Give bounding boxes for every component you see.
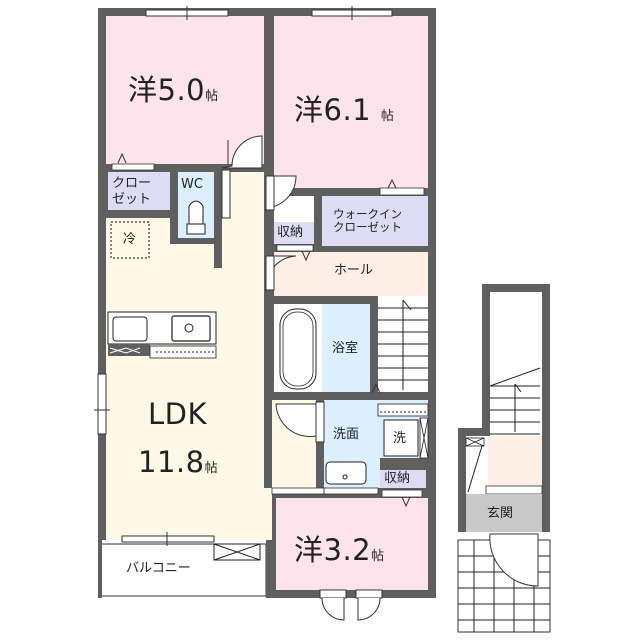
walk-in-closet-label-line1: ウォークイン (333, 207, 402, 221)
closet (108, 172, 170, 210)
washroom-label: 洗面 (333, 427, 360, 442)
storage-1 (274, 222, 314, 244)
hall (274, 252, 428, 296)
room-size: 5.0 (157, 73, 206, 107)
room-western-6-1 (274, 16, 428, 188)
entrance-tiles (457, 533, 551, 633)
bathtub-icon (279, 308, 317, 390)
washing-machine (383, 419, 419, 457)
toilet-icon (186, 200, 206, 235)
balcony-label: バルコニー (126, 561, 191, 576)
room-size: 3.2 (323, 533, 372, 567)
vanity-sink-icon (325, 461, 367, 485)
room-unit: 帖 (371, 549, 385, 564)
room-unit: 帖 (204, 461, 219, 476)
room-label-western-5-0: 洋5.0帖 (128, 76, 219, 105)
window (94, 6, 393, 546)
entrance-label: 玄関 (487, 506, 514, 521)
room-type: 洋 (294, 93, 324, 127)
storage-1-label: 収納 (277, 225, 304, 240)
walk-in-closet-label: ウォークイン クローゼット (333, 207, 402, 235)
walk-in-closet (322, 196, 428, 246)
bathroom (322, 304, 370, 392)
storage-2-label: 収納 (384, 471, 411, 486)
closet-label: クロー ゼット (112, 176, 151, 207)
main-building (94, 6, 436, 621)
room-unit: 帖 (380, 109, 395, 124)
room-ldk (106, 218, 272, 540)
tower-hall (488, 436, 542, 486)
room-western-3-2 (276, 498, 428, 590)
fridge-label: 冷 (123, 232, 137, 247)
room-label-ldk-name: LDK (148, 397, 208, 431)
room-type: 洋 (294, 533, 324, 567)
room-size: 6.1 (323, 93, 372, 127)
entrance-tower (457, 284, 551, 633)
room-size: 11.8 (138, 445, 205, 479)
kitchen-counter (107, 311, 217, 359)
entrance-genkan (466, 494, 542, 532)
room-unit: 帖 (205, 89, 219, 104)
hall-label: ホール (334, 263, 374, 278)
bathroom-label: 浴室 (332, 341, 359, 356)
closet-label-line1: クロー (112, 176, 152, 191)
fridge-space (110, 221, 150, 259)
stairs-tower (489, 367, 541, 435)
stairs-main (378, 296, 428, 392)
room-label-ldk-size: 11.8帖 (138, 448, 218, 477)
aircon-unit-icon (213, 543, 261, 561)
room-western-5-0 (106, 16, 264, 164)
closet-label-line2: ゼット (112, 191, 152, 207)
room-label-western-6-1: 洋6.1 帖 (294, 96, 394, 125)
storage-2 (380, 470, 426, 488)
washer-label: 洗 (393, 431, 407, 446)
walk-in-closet-label-line2: クローゼット (333, 220, 402, 235)
wc-label: WC (181, 177, 203, 192)
room-type: 洋 (128, 73, 158, 107)
room-label-western-3-2: 洋3.2帖 (294, 536, 385, 565)
